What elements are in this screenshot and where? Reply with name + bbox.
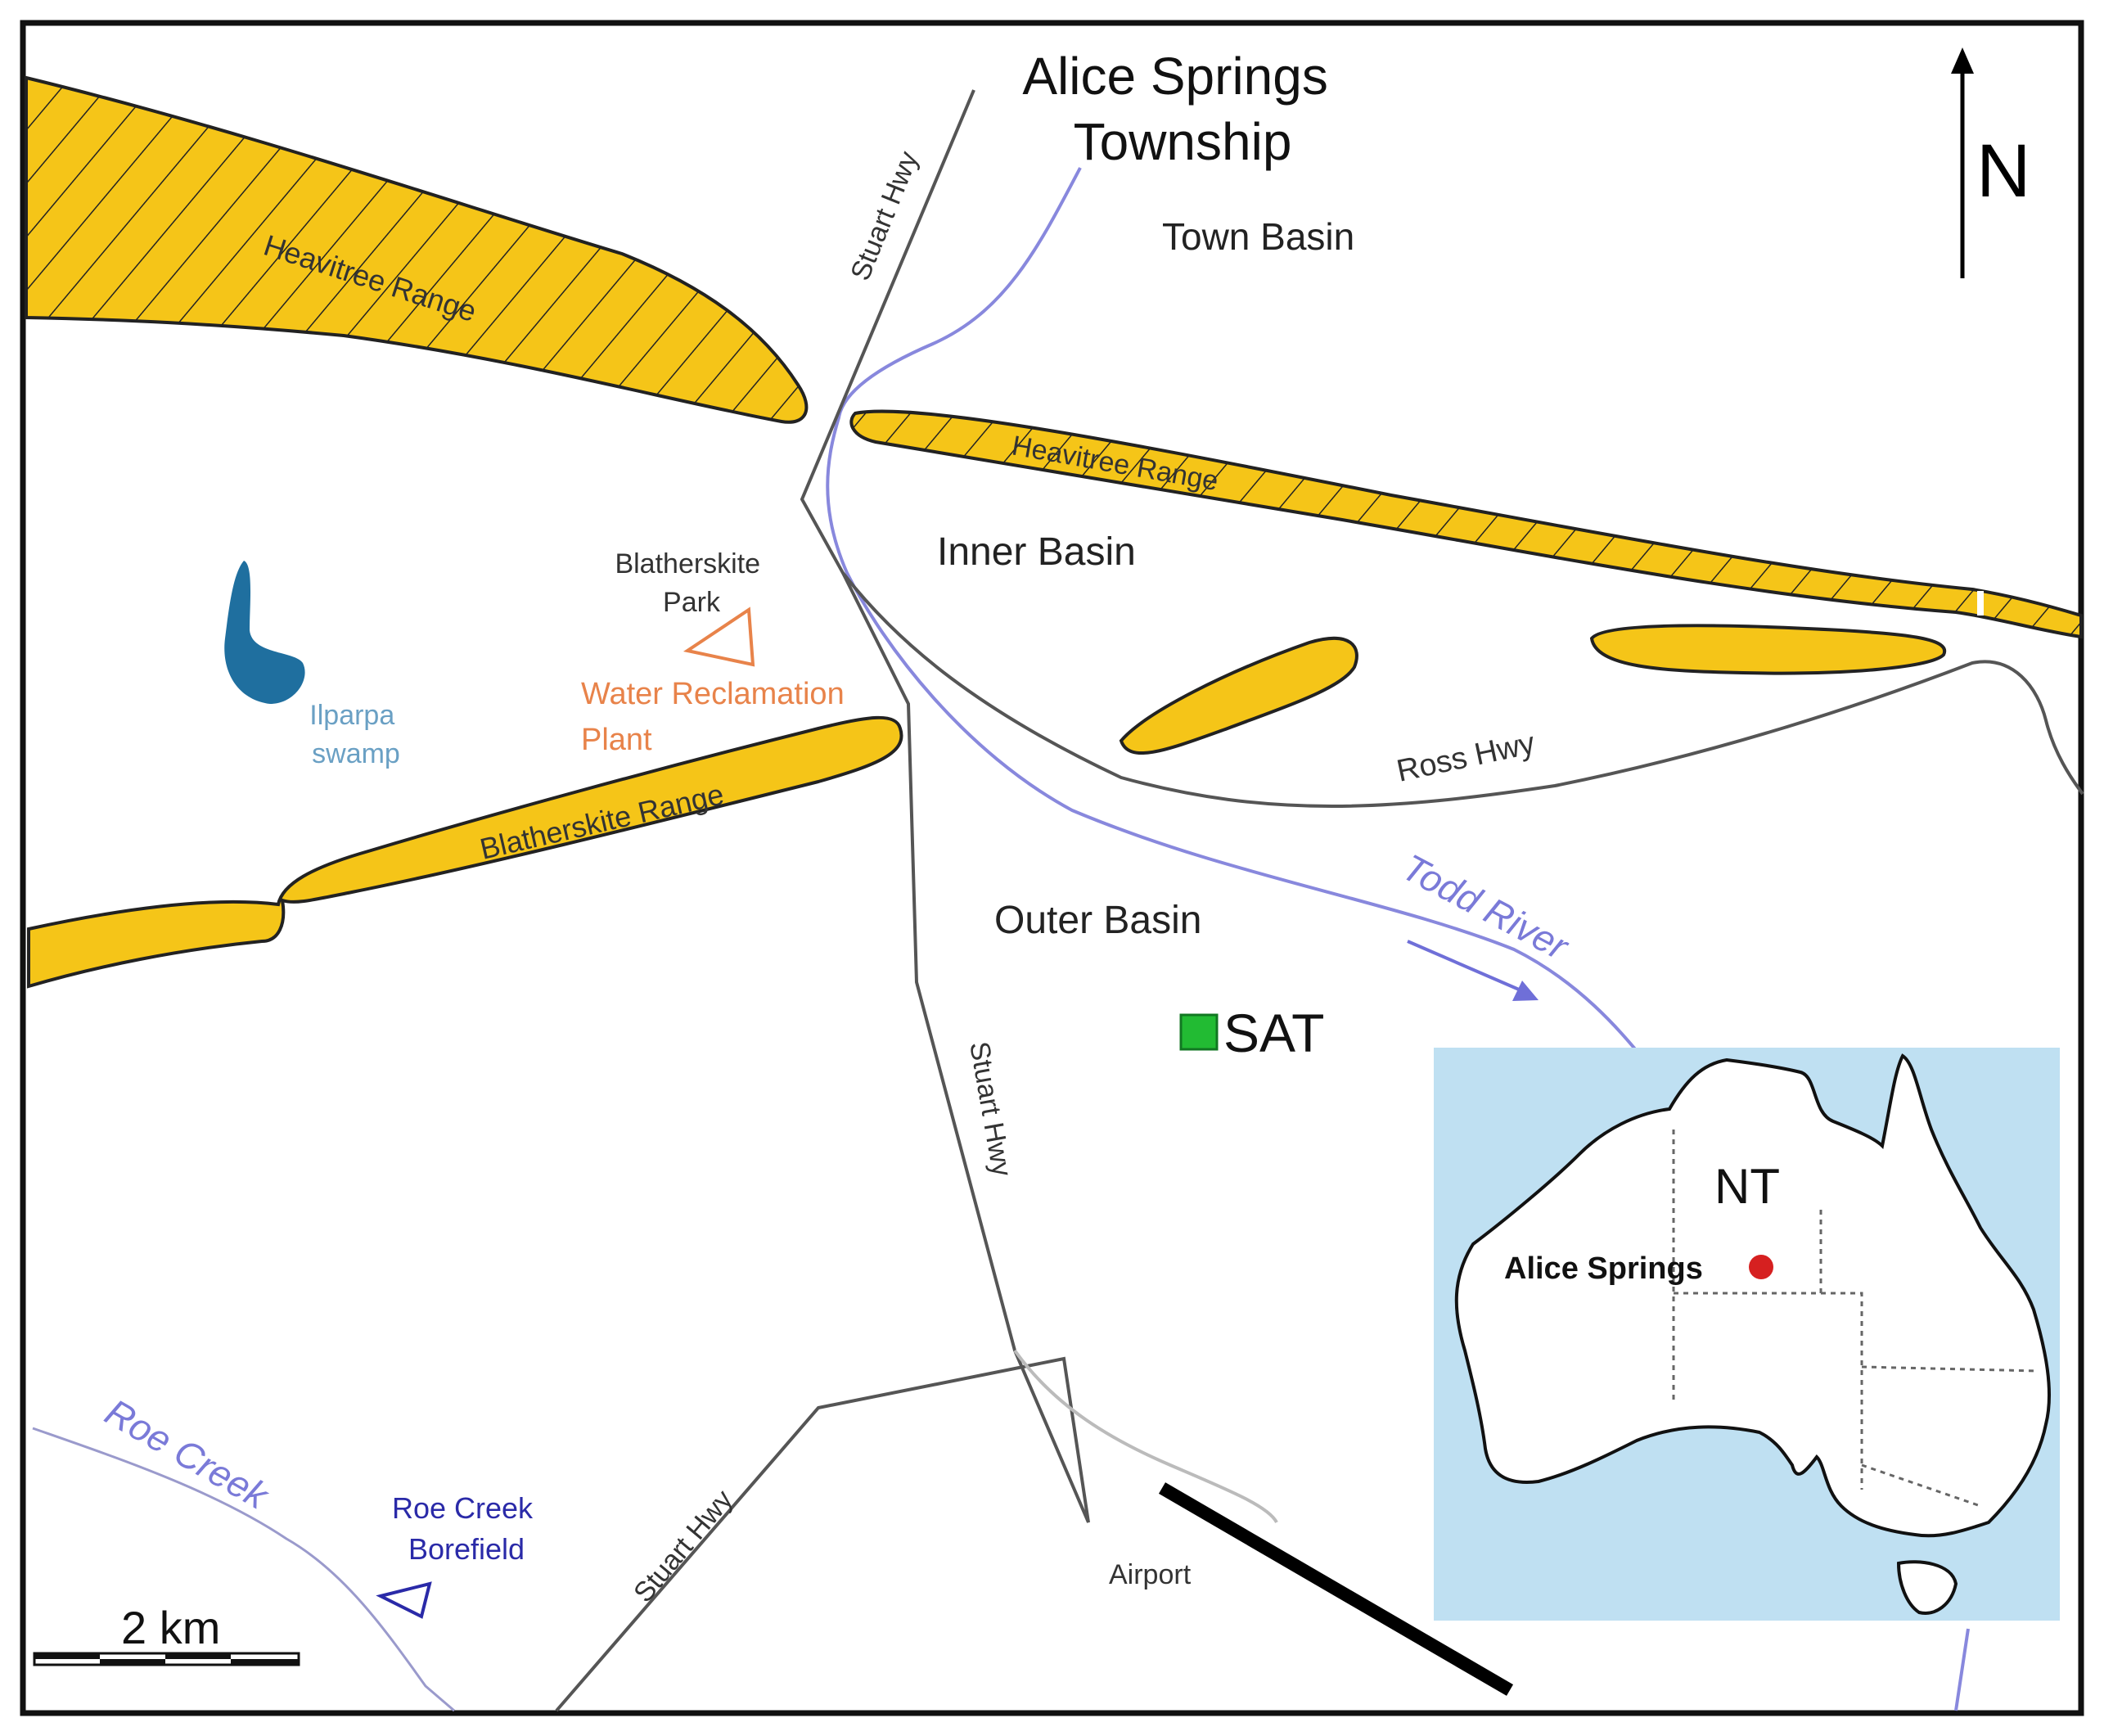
- roads: [555, 89, 2084, 1712]
- airport-access-road: [1013, 1349, 1278, 1524]
- blatherskite-park-line-2: Park: [663, 587, 721, 618]
- inset-map: NT Alice Springs: [1434, 1048, 2060, 1621]
- town-basin-label: Town Basin: [1162, 215, 1354, 258]
- todd-river: [826, 167, 1970, 1711]
- state-borders: [1672, 1130, 2039, 1508]
- scale-bar-label: 2 km: [121, 1602, 220, 1653]
- ross-hwy-line: [841, 571, 2084, 808]
- outer-basin-label: Outer Basin: [994, 899, 1201, 942]
- title-line-2: Township: [1074, 112, 1292, 171]
- sat-label: SAT: [1223, 1003, 1324, 1063]
- water-reclamation-triangle: [683, 606, 755, 667]
- blatherskite-park-label: Blatherskite Park: [615, 548, 768, 618]
- water-reclamation-line-2: Plant: [581, 723, 652, 757]
- inset-nt-label: NT: [1714, 1159, 1780, 1214]
- roe-borefield-line-1: Roe Creek: [392, 1491, 534, 1525]
- water-reclamation-label: Water Reclamation Plant: [581, 677, 853, 757]
- title-line-1: Alice Springs: [1022, 47, 1328, 106]
- ilparpa-swamp-label: Ilparpa swamp: [309, 700, 402, 769]
- airport-label: Airport: [1109, 1559, 1192, 1590]
- range-outlier-2: [1589, 624, 1947, 675]
- map-title: Alice Springs Township: [1022, 47, 1342, 171]
- heavitree-range-east: [849, 409, 2083, 639]
- north-label: N: [1976, 129, 2030, 213]
- roe-borefield-line-2: Borefield: [408, 1532, 525, 1566]
- north-arrow-icon: [1951, 47, 1974, 74]
- roe-creek: [32, 1427, 455, 1712]
- roe-borefield-triangle: [376, 1581, 432, 1619]
- tasmania-outline: [1896, 1560, 1958, 1615]
- todd-flow-arrowhead: [1512, 981, 1539, 1001]
- water-reclamation-line-1: Water Reclamation: [581, 677, 845, 711]
- airport-runway: [1158, 1482, 1514, 1696]
- roe-borefield-label: Roe Creek Borefield: [392, 1491, 541, 1566]
- blatherskite-range-outline: [27, 715, 903, 989]
- sat-square: [1179, 1013, 1219, 1051]
- scale-bar: [33, 1652, 300, 1666]
- alice-springs-dot: [1749, 1255, 1773, 1279]
- ilparpa-line-1: Ilparpa: [309, 700, 394, 731]
- stuart-hwy-line: [555, 89, 1090, 1712]
- todd-flow-arrow: [1407, 940, 1531, 996]
- range-outlier-1: [1119, 636, 1358, 755]
- inset-city-label: Alice Springs: [1504, 1251, 1703, 1286]
- australia-outline: [1454, 1053, 2051, 1538]
- heavitree-range-west: [25, 75, 809, 424]
- blatherskite-park-line-1: Blatherskite: [615, 548, 760, 579]
- inner-basin-label: Inner Basin: [937, 530, 1136, 574]
- ilparpa-line-2: swamp: [312, 738, 400, 769]
- ilparpa-swamp: [224, 561, 305, 704]
